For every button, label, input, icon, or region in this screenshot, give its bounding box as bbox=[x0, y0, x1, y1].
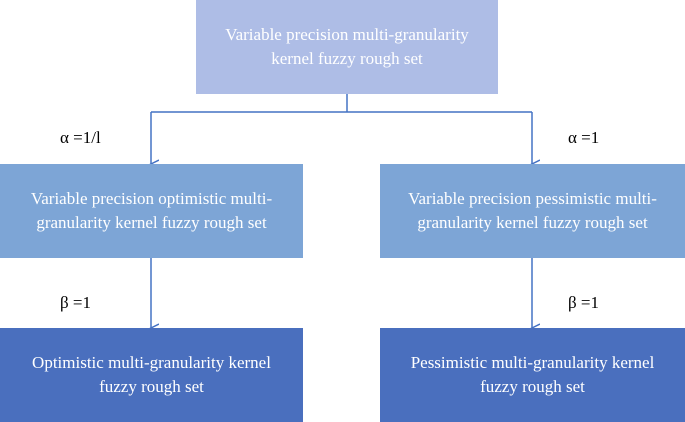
node-left-bottom-line1: Optimistic multi-granularity kernel bbox=[32, 353, 271, 372]
node-variable-precision-optimistic: Variable precision optimistic multi- gra… bbox=[0, 164, 303, 258]
node-optimistic-mgkfrs: Optimistic multi-granularity kernel fuzz… bbox=[0, 328, 303, 422]
node-top-line2: kernel fuzzy rough set bbox=[271, 49, 423, 68]
node-variable-precision-pessimistic: Variable precision pessimistic multi- gr… bbox=[380, 164, 685, 258]
edge-label-alpha-right: α =1 bbox=[568, 128, 600, 147]
edge-label-beta-right: β =1 bbox=[568, 293, 599, 312]
node-right-mid-line1: Variable precision pessimistic multi- bbox=[408, 189, 657, 208]
node-left-mid-line2: granularity kernel fuzzy rough set bbox=[36, 213, 267, 232]
edge-label-beta-left: β =1 bbox=[60, 293, 91, 312]
node-right-bottom-line1: Pessimistic multi-granularity kernel bbox=[410, 353, 655, 372]
node-left-bottom-line2: fuzzy rough set bbox=[99, 377, 204, 396]
node-variable-precision-mgkfrs: Variable precision multi-granularity ker… bbox=[196, 0, 498, 94]
node-pessimistic-mgkfrs: Pessimistic multi-granularity kernel fuz… bbox=[380, 328, 685, 422]
edge-label-alpha-left: α =1/l bbox=[60, 128, 101, 147]
node-top-line1: Variable precision multi-granularity bbox=[225, 25, 469, 44]
node-left-mid-line1: Variable precision optimistic multi- bbox=[30, 189, 273, 208]
node-right-bottom-line2: fuzzy rough set bbox=[480, 377, 585, 396]
node-right-mid-line2: granularity kernel fuzzy rough set bbox=[417, 213, 648, 232]
